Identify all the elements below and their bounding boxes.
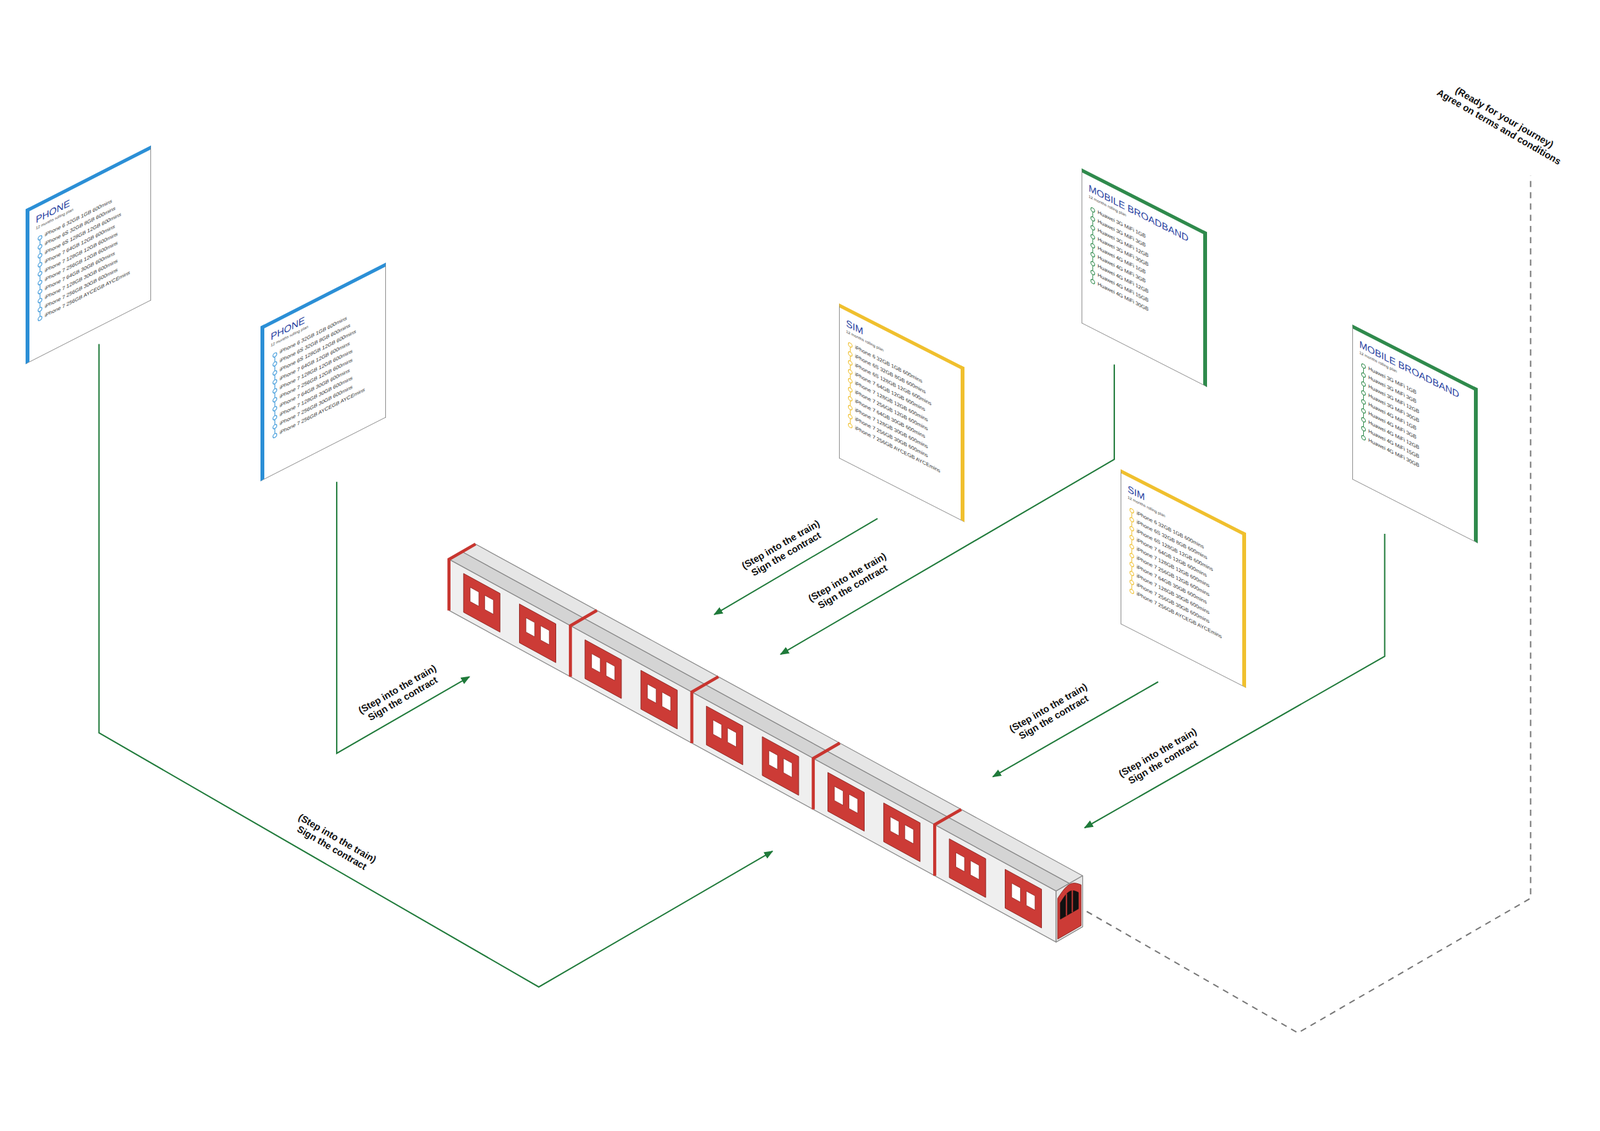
dashed-track	[1086, 175, 1531, 1033]
plan-list: Huawei 3G MiFi 1GBHuawei 3G MiFi 3GBHuaw…	[1088, 203, 1199, 340]
plan-board: SIM12 months rolling planiPhone 6 32GB 1…	[1120, 469, 1247, 688]
plan-list: Huawei 3G MiFi 1GBHuawei 3G MiFi 3GBHuaw…	[1359, 359, 1469, 496]
train-window	[849, 794, 859, 814]
train-door	[1005, 869, 1042, 928]
train-door	[883, 803, 921, 863]
train-window	[970, 860, 980, 880]
step-note: (Step into the train) Sign the contract	[739, 517, 829, 581]
train-roof	[462, 544, 1083, 884]
car-joint	[691, 676, 719, 744]
train-door	[584, 640, 622, 699]
train-window	[768, 750, 778, 770]
step-note: (Step into the train) Sign the contract	[1006, 680, 1096, 744]
step-note: (Ready for your journey) Agree on terms …	[1434, 77, 1570, 168]
train-illustration	[449, 544, 1083, 943]
train-window	[904, 824, 914, 844]
step-note: (Step into the train) Sign the contract	[805, 549, 895, 614]
train-front-window	[1060, 890, 1079, 920]
train-window	[540, 625, 550, 646]
train-window	[783, 758, 793, 778]
plan-list: iPhone 6 32GB 1GB 600minsiPhone 6S 32GB …	[35, 179, 146, 326]
plan-board: SIM12 months rolling planiPhone 6 32GB 1…	[839, 303, 965, 523]
train-front	[1056, 875, 1083, 943]
plan-board: MOBILE BROADBAND12 months rolling planHu…	[1352, 324, 1478, 544]
train-window	[526, 617, 536, 637]
plan-board: PHONE12 months rolling planiPhone 6 32GB…	[260, 262, 386, 482]
step-note: (Step into the train) Sign the contract	[355, 661, 445, 726]
train-window	[661, 691, 671, 712]
train-window	[890, 816, 900, 836]
train-door	[640, 670, 678, 729]
car-joint	[934, 809, 961, 877]
train-window	[955, 852, 965, 872]
train-window	[591, 653, 601, 673]
plan-list: iPhone 6 32GB 1GB 600minsiPhone 6S 32GB …	[1127, 504, 1238, 650]
train-window	[1011, 883, 1021, 903]
train-door	[463, 573, 500, 633]
plan-board: MOBILE BROADBAND12 months rolling planHu…	[1081, 168, 1208, 388]
car-joint	[570, 610, 597, 678]
train-window	[1026, 890, 1036, 911]
leader-arrow	[336, 481, 470, 754]
train-window	[712, 720, 722, 740]
train-window	[727, 727, 737, 747]
car-joint	[813, 743, 840, 810]
train-window	[834, 785, 844, 806]
car-joint	[449, 544, 476, 611]
train-door	[706, 705, 744, 765]
train-door	[827, 772, 864, 832]
train-door	[519, 604, 557, 664]
window-bar	[1065, 893, 1067, 916]
plan-list: iPhone 6 32GB 1GB 600minsiPhone 6S 32GB …	[846, 337, 956, 484]
step-note: (Step into the train) Sign the contract	[1116, 725, 1205, 789]
plan-board: PHONE12 months rolling planiPhone 6 32GB…	[25, 145, 152, 365]
train-door	[949, 838, 986, 898]
window-bar	[1072, 890, 1074, 912]
train-front-panel	[1057, 883, 1081, 940]
train-window	[606, 661, 616, 681]
step-note: (Step into the train) Sign the contract	[290, 810, 379, 875]
train-window	[647, 684, 657, 704]
train-side	[449, 559, 1057, 943]
train-window	[484, 595, 494, 615]
train-roof	[449, 551, 1070, 891]
train-window	[470, 586, 480, 607]
plan-list: iPhone 6 32GB 1GB 600minsiPhone 6S 32GB …	[270, 296, 381, 443]
train-door	[762, 736, 799, 796]
leader-arrow	[99, 344, 773, 987]
